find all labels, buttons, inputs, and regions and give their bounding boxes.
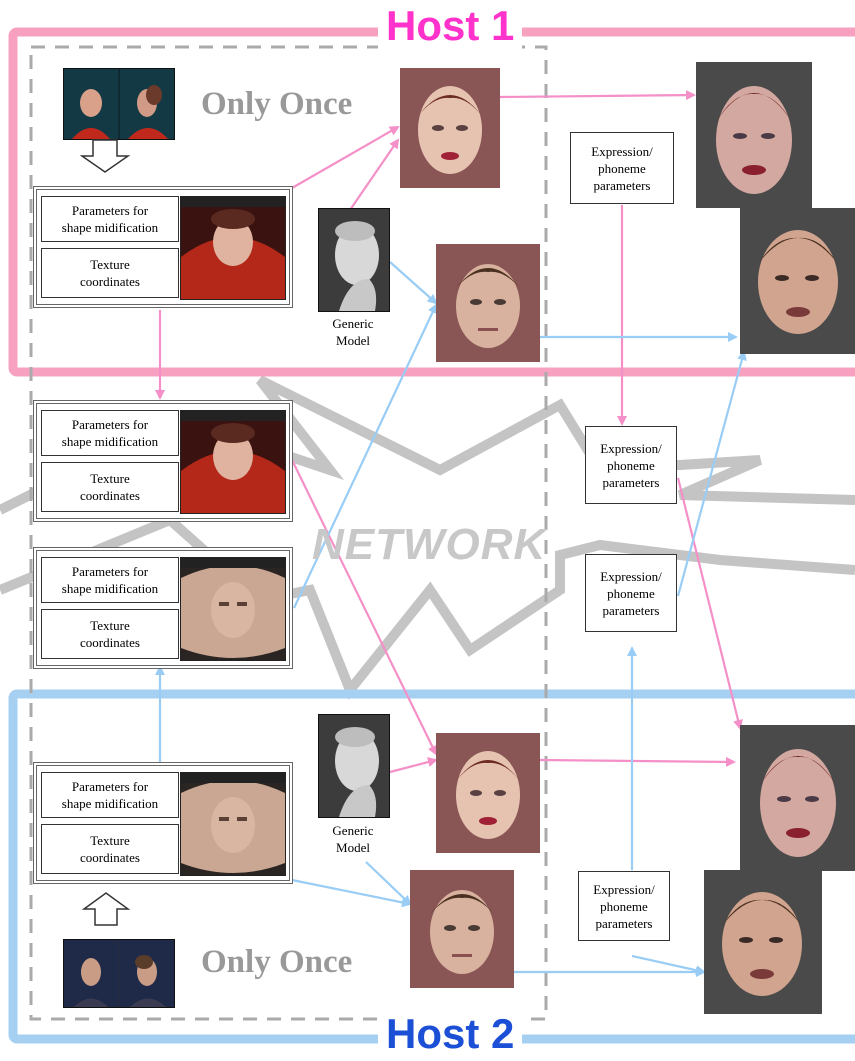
host1-texture-map bbox=[180, 196, 286, 300]
host1-generic-model-label: Generic Model bbox=[332, 316, 374, 348]
host2-man-face-textured bbox=[410, 870, 514, 988]
host1-input-photos bbox=[63, 68, 175, 140]
only-once-label-bottom: Only Once bbox=[201, 944, 353, 980]
network-expression-params-2: Expression/ phoneme parameters bbox=[585, 554, 677, 632]
network-woman-shape-params: Parameters for shape midification bbox=[41, 410, 179, 456]
host2-expression-params: Expression/ phoneme parameters bbox=[578, 871, 670, 941]
host1-man-face-animated bbox=[740, 208, 855, 354]
host1-expression-params: Expression/ phoneme parameters bbox=[570, 132, 674, 204]
host2-shape-params: Parameters for shape midification bbox=[41, 772, 179, 818]
host1-man-face-textured bbox=[436, 244, 540, 362]
host2-woman-face-textured bbox=[436, 733, 540, 853]
host2-texture-map bbox=[180, 772, 286, 876]
host2-generic-model bbox=[318, 714, 390, 818]
network-man-shape-params: Parameters for shape midification bbox=[41, 557, 179, 603]
host2-man-face-animated bbox=[704, 870, 822, 1014]
network-man-texture-map bbox=[180, 557, 286, 661]
network-woman-texture-coords: Texture coordinates bbox=[41, 462, 179, 512]
host1-texture-coords: Texture coordinates bbox=[41, 248, 179, 298]
host1-woman-face-textured bbox=[400, 68, 500, 188]
network-woman-texture-map bbox=[180, 410, 286, 514]
network-man-texture-coords: Texture coordinates bbox=[41, 609, 179, 659]
host1-title: Host 1 bbox=[378, 3, 523, 49]
blue-arrows bbox=[155, 261, 747, 977]
host1-generic-model bbox=[318, 208, 390, 312]
woman-photo-icon bbox=[64, 69, 174, 139]
host2-title: Host 2 bbox=[378, 1011, 523, 1057]
only-once-label-top: Only Once bbox=[201, 86, 353, 122]
man-photo-icon bbox=[64, 940, 174, 1007]
pink-arrows bbox=[155, 90, 743, 774]
network-label: NETWORK bbox=[312, 520, 547, 569]
network-expression-params-1: Expression/ phoneme parameters bbox=[585, 426, 677, 504]
host1-shape-params: Parameters for shape midification bbox=[41, 196, 179, 242]
host2-woman-face-animated bbox=[740, 725, 855, 871]
host2-generic-model-label: Generic Model bbox=[332, 823, 374, 855]
host2-input-photos bbox=[63, 939, 175, 1008]
host1-woman-face-animated bbox=[696, 62, 812, 208]
host2-texture-coords: Texture coordinates bbox=[41, 824, 179, 874]
